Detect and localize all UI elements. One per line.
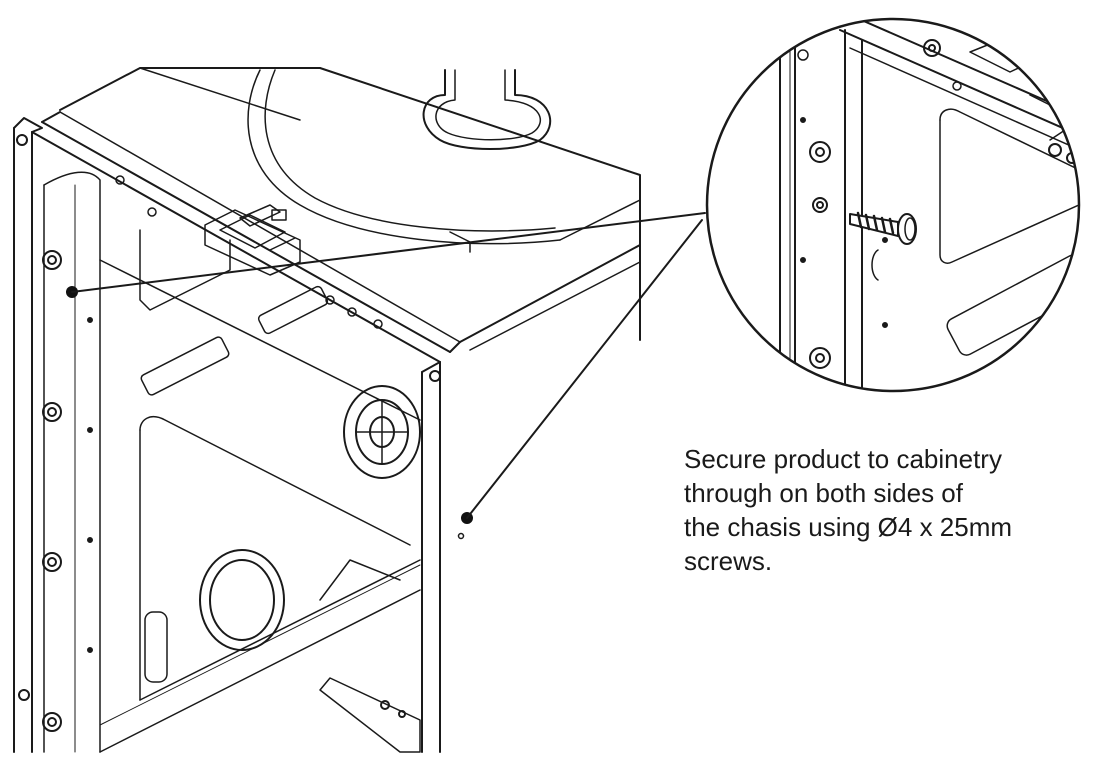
hinge-bracket (204, 204, 301, 276)
detail-magnifier (705, 17, 1081, 393)
instruction-line-3: the chasis using Ø4 x 25mm (684, 512, 1013, 542)
leader-line-right (466, 219, 703, 519)
leader-line-left (71, 212, 706, 293)
screw (849, 211, 917, 245)
appliance-chassis (13, 67, 641, 753)
instruction-line-1: Secure product to cabinetry (684, 444, 1002, 474)
instruction-line-2: through on both sides of (684, 478, 963, 508)
instruction-text: Secure product to cabinetry through on b… (684, 442, 1084, 578)
leader-lines (71, 212, 706, 519)
screw-location-dots (66, 286, 473, 540)
instruction-line-4: screws. (684, 546, 773, 576)
